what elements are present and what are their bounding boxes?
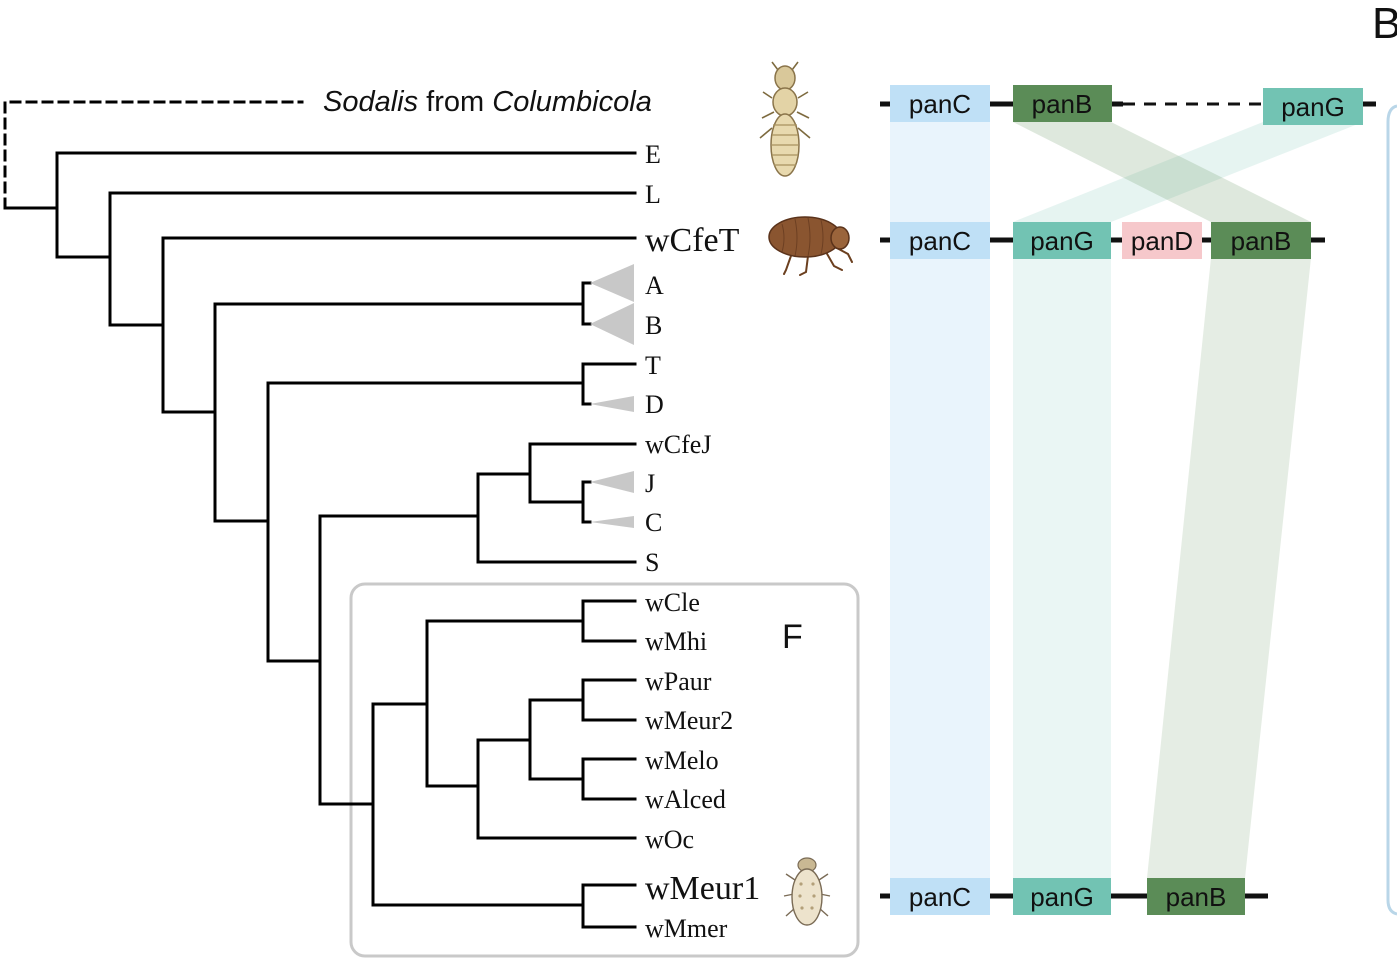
panel-edge	[1386, 104, 1397, 916]
svg-text:panG: panG	[1030, 882, 1094, 912]
gene-panB-wcfet	[1211, 222, 1311, 259]
svg-text:panC: panC	[909, 226, 971, 256]
gene-panC-wcfet	[890, 222, 990, 259]
taxon-L: L	[645, 180, 661, 209]
gene-row-wcfet: panC panG panD panB	[880, 222, 1325, 259]
taxon-A: A	[645, 271, 664, 300]
collapsed-clade-C	[590, 516, 634, 528]
band-panB-lower	[1147, 258, 1311, 878]
phylogenetic-tree	[3, 100, 637, 929]
svg-text:panC: panC	[909, 89, 971, 119]
taxon-wMhi: wMhi	[645, 627, 707, 656]
gene-panG-wcfet	[1013, 222, 1111, 259]
gene-panB-sodalis	[1013, 85, 1112, 122]
clade-f-label: F	[782, 618, 803, 656]
taxon-D: D	[645, 390, 664, 419]
svg-text:panB: panB	[1032, 89, 1093, 119]
gene-row-sodalis: panC panB panG	[880, 85, 1376, 125]
taxon-wOc: wOc	[645, 825, 694, 854]
bat-fly-icon	[783, 857, 831, 926]
flea-icon	[768, 216, 853, 276]
louse-icon	[759, 61, 811, 177]
taxon-B: B	[645, 311, 662, 340]
gene-panG-wmeur1	[1013, 878, 1111, 915]
gene-row-wmeur1: panC panG panB	[880, 878, 1268, 915]
taxon-J: J	[645, 469, 655, 498]
taxon-wAlced: wAlced	[645, 785, 726, 814]
gene-panC-wmeur1	[890, 878, 990, 915]
band-panC	[890, 90, 990, 890]
outgroup-branch	[3, 100, 304, 210]
collapsed-clade-B	[590, 303, 634, 345]
taxon-wMeur1: wMeur1	[645, 870, 760, 907]
taxon-E: E	[645, 140, 661, 169]
taxon-T: T	[645, 351, 661, 380]
panel-label: B	[1372, 0, 1397, 48]
svg-text:panB: panB	[1231, 226, 1292, 256]
svg-text:panG: panG	[1281, 92, 1345, 122]
gene-panG-sodalis	[1263, 88, 1363, 125]
taxon-C: C	[645, 508, 662, 537]
gene-panB-wmeur1	[1147, 878, 1245, 915]
svg-text:panB: panB	[1166, 882, 1227, 912]
svg-text:panC: panC	[909, 882, 971, 912]
band-panG-lower	[1013, 258, 1111, 878]
taxon-wMeur2: wMeur2	[645, 706, 733, 735]
taxon-wCle: wCle	[645, 588, 700, 617]
gene-panC-sodalis	[890, 85, 990, 122]
svg-text:panG: panG	[1030, 226, 1094, 256]
taxon-wMelo: wMelo	[645, 746, 719, 775]
collapsed-clade-J	[590, 471, 634, 493]
outgroup-label: Sodalis from Columbicola	[323, 86, 652, 118]
collapsed-clade-D	[590, 396, 634, 412]
collapsed-clades	[590, 264, 634, 528]
synteny-bands	[890, 90, 1363, 890]
band-panB-upper	[1013, 122, 1311, 222]
taxon-S: S	[645, 548, 659, 577]
taxon-labels: E L wCfeT A B T D wCfeJ J C S wCle wMhi …	[645, 140, 760, 943]
gene-panD-wcfet	[1122, 222, 1202, 259]
svg-text:panD: panD	[1131, 226, 1193, 256]
clade-f-box	[349, 582, 860, 958]
taxon-wMmer: wMmer	[645, 914, 728, 943]
collapsed-clade-A	[590, 264, 634, 302]
band-panG-upper	[1013, 122, 1363, 222]
taxon-wCfeT: wCfeT	[645, 222, 740, 259]
taxon-wPaur: wPaur	[645, 667, 712, 696]
taxon-wCfeJ: wCfeJ	[645, 430, 711, 459]
